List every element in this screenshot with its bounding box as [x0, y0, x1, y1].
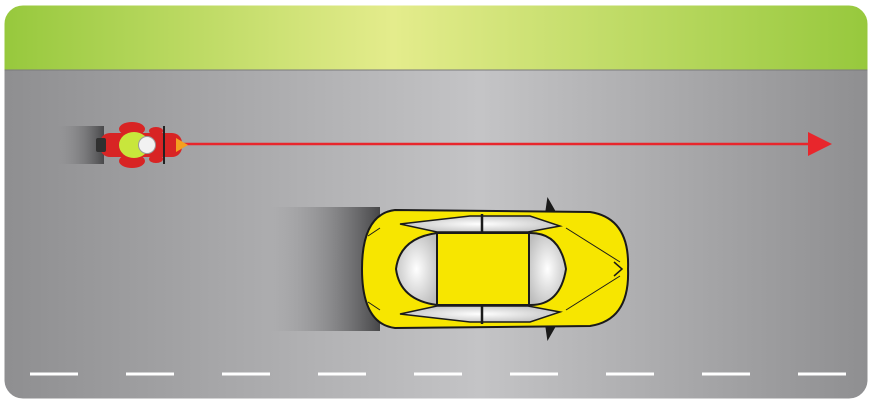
- grass-strip: [0, 0, 873, 70]
- car-top-view-icon: [362, 200, 628, 338]
